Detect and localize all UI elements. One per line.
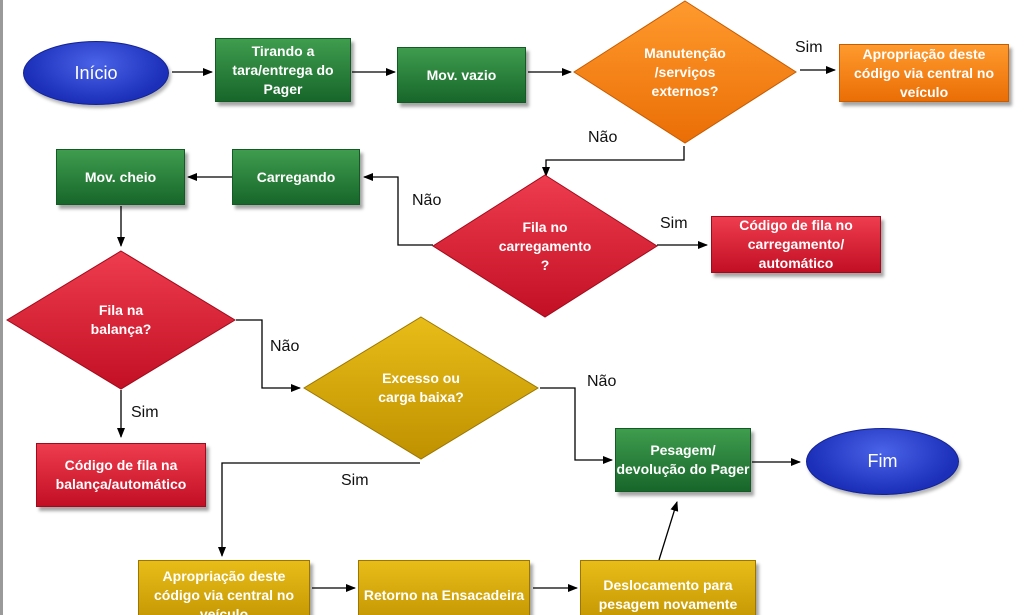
edge-label-nao: Não: [412, 192, 442, 209]
process-mov-vazio: Mov. vazio: [397, 47, 526, 103]
process-deslocamento: Deslocamento para pesagem novamente: [580, 560, 756, 615]
process-mov-cheio: Mov. cheio: [56, 149, 185, 205]
arrow-deslocamento-pesagem: [658, 501, 679, 561]
arrow-excesso-pesagem: [540, 387, 613, 464]
edge-label-sim: Sim: [795, 39, 823, 56]
start-terminal: Início: [23, 41, 169, 105]
arrow-fila-balanca-excesso: [236, 319, 301, 392]
process-codigo-fila-carregamento: Código de fila no carregamento/ automáti…: [711, 216, 881, 273]
edge-label-nao: Não: [270, 338, 300, 355]
start-label: Início: [74, 62, 118, 83]
arrow-fila-carregamento-carregando: [363, 173, 433, 246]
end-label: Fim: [867, 451, 898, 471]
edge-label-nao: Não: [588, 129, 618, 146]
decision-manutencao: Manutenção /serviços externos?: [573, 0, 797, 144]
edge-label-nao: Não: [587, 373, 617, 390]
edge-label-sim: Sim: [341, 472, 369, 489]
decision-fila-balanca: Fila na balança?: [6, 250, 236, 390]
process-retorno-ensacadeira: Retorno na Ensacadeira: [358, 560, 530, 615]
end-terminal: Fim: [806, 428, 959, 495]
process-tirando-tara: Tirando a tara/entrega do Pager: [215, 38, 351, 102]
decision-excesso: Excesso ou carga baixa?: [303, 316, 539, 460]
process-apropriacao-bottom: Apropriação deste código via central no …: [138, 560, 310, 615]
process-codigo-fila-balanca: Código de fila na balança/automático: [36, 443, 206, 507]
edge-label-sim: Sim: [131, 404, 159, 421]
process-pesagem: Pesagem/ devolução do Pager: [615, 428, 751, 492]
process-carregando: Carregando: [232, 149, 360, 205]
edge-label-sim: Sim: [660, 215, 688, 232]
decision-fila-carregamento: Fila no carregamento ?: [432, 174, 658, 318]
window-edge: [0, 0, 3, 615]
process-apropriacao-top: Apropriação deste código via central no …: [839, 44, 1009, 102]
arrow-excesso-apropriacao-bottom: [218, 462, 420, 557]
arrow-manutencao-fila-carregamento: [542, 146, 685, 177]
